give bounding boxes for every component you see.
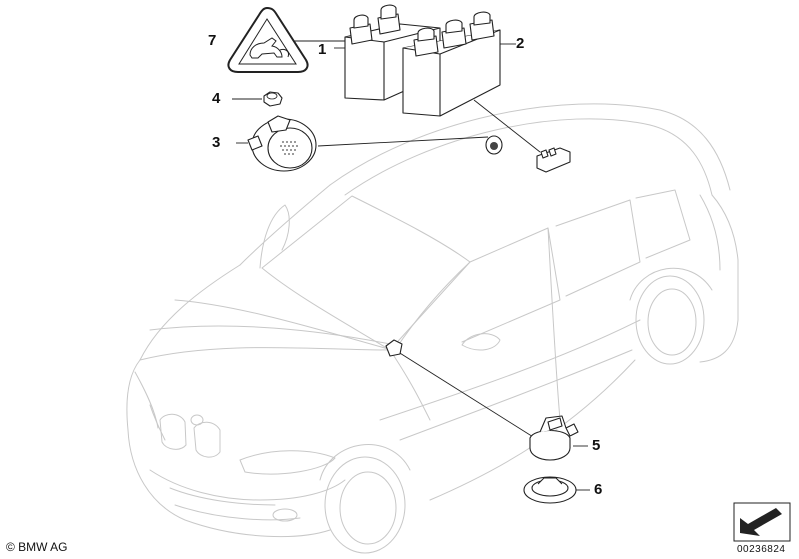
control-unit-2 [402, 11, 501, 117]
leader-lines [232, 40, 590, 491]
orientation-arrow-badge [733, 502, 791, 542]
car-outline [126, 103, 739, 554]
arrow-icon [740, 508, 782, 536]
animal-icon [249, 37, 283, 59]
callout-3: 3 [212, 134, 221, 151]
module-small [536, 147, 571, 173]
tilt-sensor-5 [529, 415, 579, 461]
nut-part-4 [263, 91, 283, 107]
callout-4: 4 [212, 90, 221, 107]
warning-triangle-label [227, 6, 309, 73]
callout-7: 7 [208, 32, 217, 49]
callout-6: 6 [594, 481, 603, 498]
holder-ring-6 [523, 476, 577, 504]
clip-small [385, 339, 403, 357]
callout-5: 5 [592, 437, 601, 454]
callout-2: 2 [516, 35, 525, 52]
sensor-small [485, 135, 503, 155]
callout-1: 1 [318, 41, 327, 58]
copyright-text: © BMW AG [6, 540, 68, 554]
alarm-siren-3 [247, 115, 317, 172]
image-id: 00236824 [737, 544, 786, 555]
